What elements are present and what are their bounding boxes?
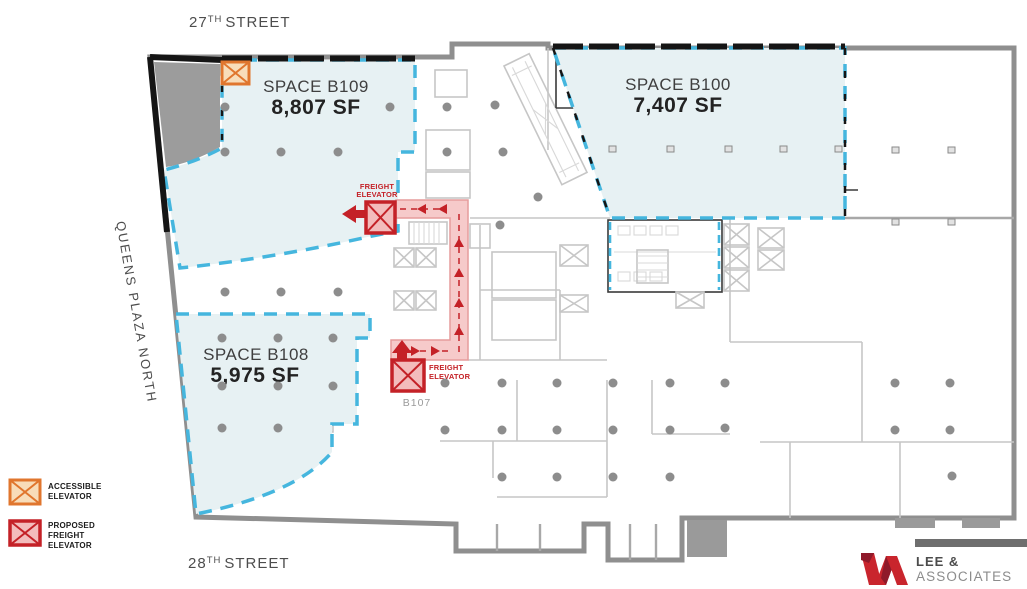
corner-utility-region — [154, 62, 220, 167]
exit-arrow-up — [392, 340, 412, 364]
legend-freight-label-3: ELEVATOR — [48, 541, 92, 550]
freight-elevator-upper-label-1: FREIGHT — [360, 182, 395, 191]
logo-bar — [915, 539, 1027, 547]
street-label-queens-plaza-north: QUEENS PLAZA NORTH — [113, 220, 160, 404]
space-b100-name: SPACE B100 — [625, 75, 731, 94]
legend-freight-label-1: PROPOSED — [48, 521, 95, 530]
space-b100: SPACE B100 7,407 SF — [550, 46, 847, 220]
freight-corridor-path — [390, 199, 469, 361]
street-facing-walls — [147, 43, 847, 233]
exit-arrow-west — [342, 205, 366, 223]
column-symbols — [608, 145, 956, 226]
space-b109-area: 8,807 SF — [271, 96, 360, 119]
room-b107-label: B107 — [403, 397, 432, 409]
lee-associates-mark-icon — [861, 553, 908, 585]
logo-text-bottom: ASSOCIATES — [916, 569, 1012, 584]
escalator — [502, 52, 589, 186]
restroom-core — [607, 219, 723, 293]
freight-elevator-upper-label-2: ELEVATOR — [356, 190, 398, 199]
legend-accessible-label-2: ELEVATOR — [48, 492, 92, 501]
freight-elevator-lower-label-2: ELEVATOR — [429, 372, 471, 381]
legend-accessible-elevator: ACCESSIBLE ELEVATOR — [8, 478, 102, 506]
legend-accessible-label-1: ACCESSIBLE — [48, 482, 102, 491]
freight-elevator-lower-label-1: FREIGHT — [429, 363, 464, 372]
legend-freight-label-2: FREIGHT — [48, 531, 85, 540]
space-b108: SPACE B108 5,975 SF — [174, 312, 372, 517]
logo-text-top: LEE & — [916, 554, 959, 569]
space-b109-name: SPACE B109 — [263, 77, 369, 96]
freight-elevator-upper-icon: FREIGHT ELEVATOR — [356, 182, 398, 235]
freight-corridor — [342, 199, 469, 364]
legend: ACCESSIBLE ELEVATOR PROPOSED FREIGHT ELE… — [8, 478, 102, 550]
space-b108-region — [174, 312, 372, 517]
corridor-direction-arrows — [411, 204, 464, 356]
elevator-shafts-right — [675, 223, 785, 309]
space-b100-area: 7,407 SF — [633, 94, 722, 117]
structural-columns — [217, 100, 957, 482]
accessible-elevator-icon — [220, 60, 251, 86]
space-b108-area: 5,975 SF — [210, 364, 299, 387]
freight-elevator-lower-icon: FREIGHT ELEVATOR — [390, 358, 471, 393]
legend-proposed-freight-elevator: PROPOSED FREIGHT ELEVATOR — [8, 519, 95, 550]
space-b108-name: SPACE B108 — [203, 345, 309, 364]
logo-lee-associates: LEE & ASSOCIATES — [861, 539, 1027, 585]
elevator-shafts-left — [393, 244, 589, 313]
